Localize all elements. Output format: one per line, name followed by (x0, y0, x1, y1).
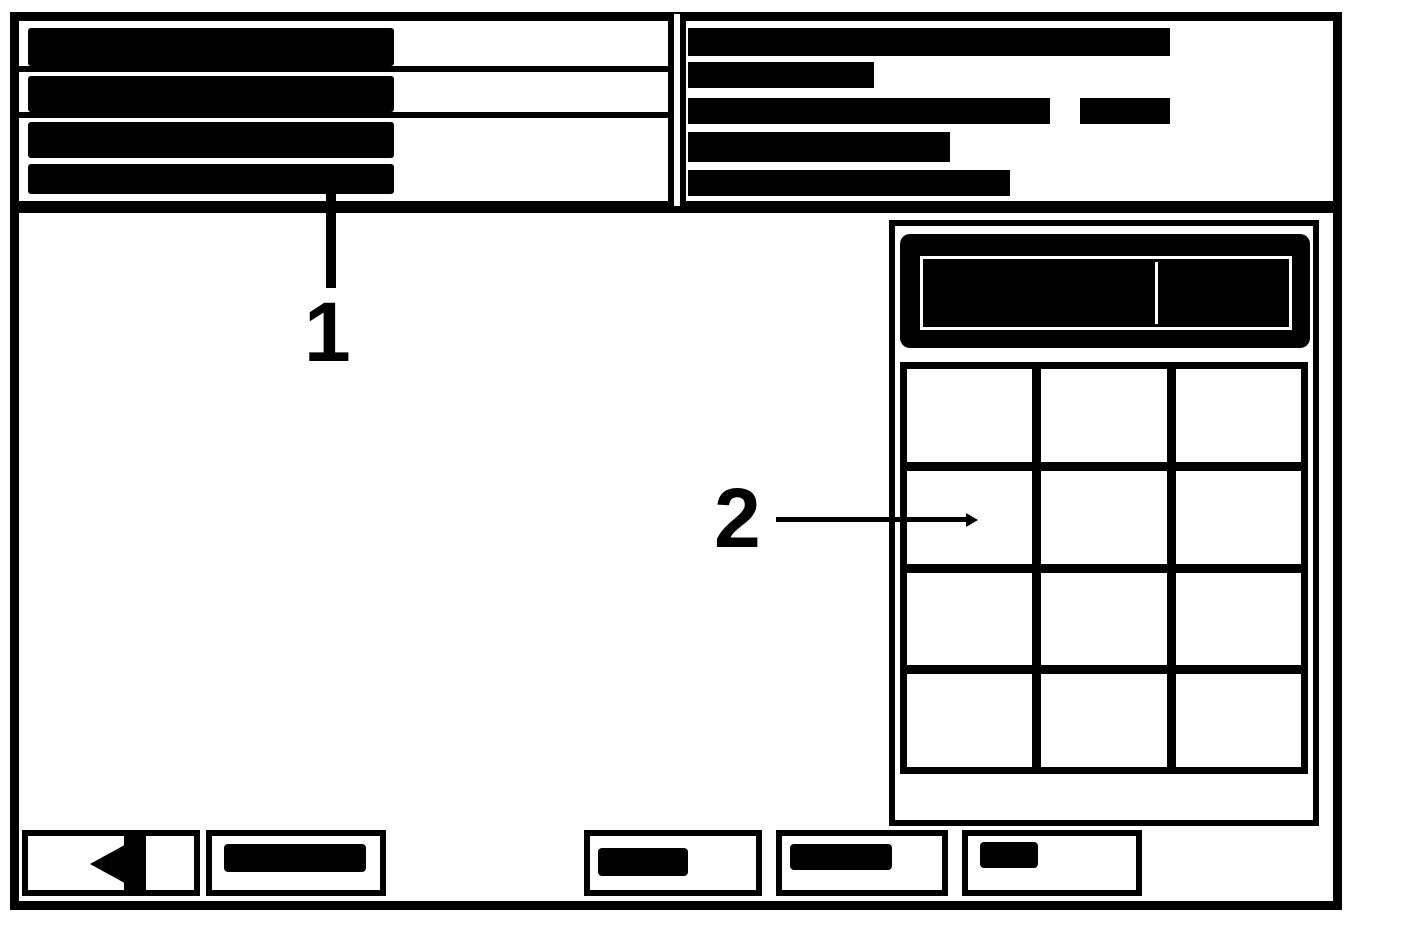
keypad-key-r1c3[interactable] (1175, 369, 1301, 462)
header-right-line-5 (688, 170, 1010, 196)
keypad-key-r2c2[interactable] (1041, 470, 1167, 564)
keypad-key-r3c3[interactable] (1175, 572, 1301, 666)
keypad-key-r3c1[interactable] (907, 572, 1033, 666)
keypad-key-r2c3[interactable] (1175, 470, 1301, 564)
softkey-2[interactable] (584, 830, 762, 896)
keypad-grid (900, 362, 1308, 774)
header-right-line-3a (688, 98, 1050, 124)
softkey-3-label (790, 844, 892, 870)
header-left-field-3 (28, 122, 394, 158)
keypad-display-cursor (1155, 262, 1158, 324)
callout-2-leader-line (776, 517, 972, 522)
softkey-4[interactable] (962, 830, 1142, 896)
header-left-field-1 (28, 28, 394, 66)
keypad-display (920, 256, 1292, 330)
header-right-line-1 (688, 28, 1170, 56)
softkey-1[interactable] (206, 830, 386, 896)
softkey-3[interactable] (776, 830, 948, 896)
keypad-key-r4c1[interactable] (907, 674, 1033, 767)
callout-2-arrow-icon (966, 513, 978, 527)
header-row-separator-1 (18, 66, 670, 72)
softkey-2-label (598, 848, 688, 876)
header-right-line-3b (1080, 98, 1170, 124)
keypad-key-r3c2[interactable] (1041, 572, 1167, 666)
callout-2-label: 2 (714, 471, 761, 565)
header-divider (10, 201, 1342, 213)
callout-1-label: 1 (304, 285, 351, 379)
softkey-1-label (224, 844, 366, 872)
keypad-key-r4c2[interactable] (1041, 674, 1167, 767)
header-right-line-4 (688, 132, 950, 162)
softkey-back[interactable] (22, 830, 200, 896)
header-row-separator-2 (18, 112, 670, 118)
softkey-back-divider (124, 836, 146, 890)
callout-1-leader-line (326, 188, 336, 288)
keypad-key-r4c3[interactable] (1175, 674, 1301, 767)
back-arrow-icon (90, 842, 130, 886)
header-right-line-2 (688, 62, 874, 88)
keypad-key-r1c1[interactable] (907, 369, 1033, 462)
keypad-key-r1c2[interactable] (1041, 369, 1167, 462)
header-left-field-4 (28, 164, 394, 194)
softkey-4-label (980, 842, 1038, 868)
header-vertical-divider (668, 14, 686, 206)
header-left-field-2 (28, 76, 394, 112)
